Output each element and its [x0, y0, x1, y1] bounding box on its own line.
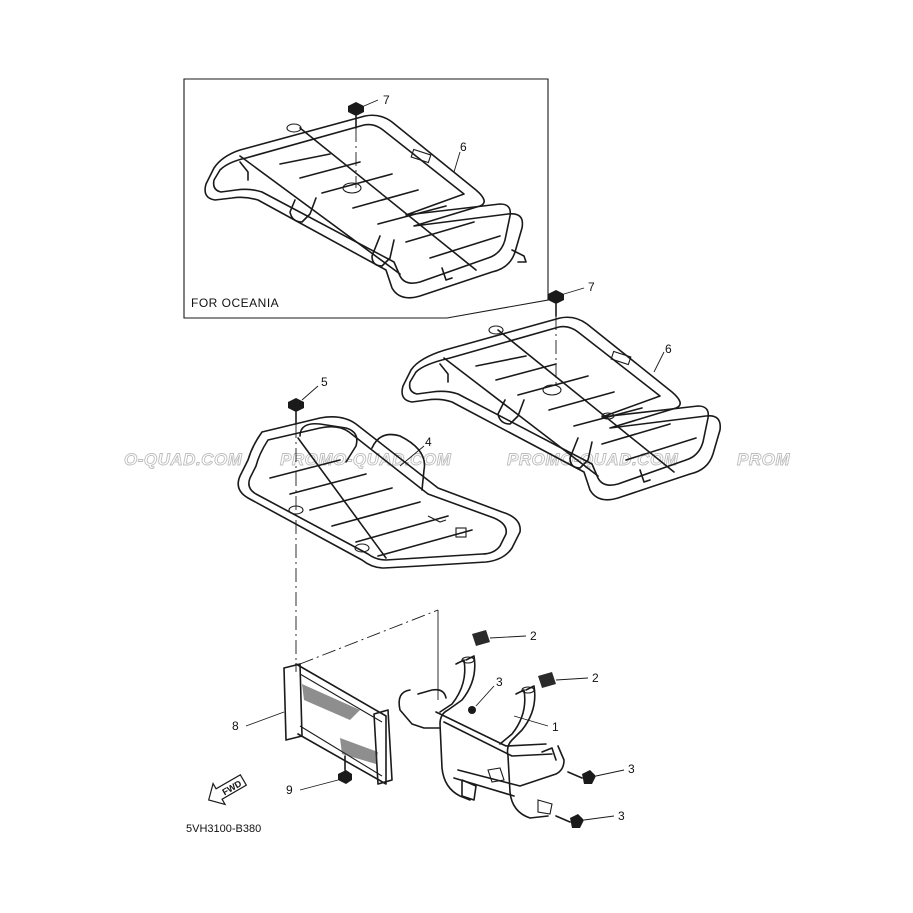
flange-bolt-icon [555, 814, 584, 828]
inset-frame [183, 78, 549, 319]
callout-3b: 3 [628, 762, 635, 776]
callout-7: 7 [588, 280, 595, 294]
callout-2b: 2 [592, 671, 599, 685]
callout-7-inset: 7 [383, 93, 390, 107]
watermark-2: PROMO-QUAD.COM [280, 450, 452, 469]
watermark-row: O-QUAD.COM PROMO-QUAD.COM PROMO-QUAD.COM… [124, 450, 791, 470]
callout-8: 8 [232, 719, 239, 733]
grommet-2a [472, 630, 490, 646]
flange-bolt-icon [288, 398, 304, 425]
front-grille: 8 [232, 609, 439, 785]
callout-6-inset: 6 [460, 140, 467, 154]
rear-carrier [401, 316, 722, 501]
flange-bolt-icon [348, 102, 364, 129]
callout-4: 4 [425, 435, 432, 449]
rear-carrier-oceania [204, 114, 527, 299]
forward-arrow-icon: FWD [207, 773, 248, 806]
oceania-inset: FOR OCEANIA [183, 78, 549, 319]
front-bumper [398, 655, 565, 819]
flange-bolt-icon [338, 755, 352, 784]
inset-label: FOR OCEANIA [191, 296, 279, 310]
callout-3c: 3 [618, 809, 625, 823]
front-carrier [237, 416, 521, 569]
watermark-1: O-QUAD.COM [124, 450, 243, 469]
flange-bolt-icon [548, 290, 564, 317]
flange-bolt-icon [468, 706, 476, 714]
callout-5: 5 [321, 375, 328, 389]
watermark-4: PROM [737, 450, 790, 469]
diagram-code: 5VH3100-B380 [186, 823, 261, 835]
callout-9: 9 [286, 783, 293, 797]
callout-6: 6 [665, 342, 672, 356]
callout-2a: 2 [530, 629, 537, 643]
grommet-2b [538, 672, 556, 688]
flange-bolt-icon [567, 770, 596, 784]
callout-3a: 3 [496, 675, 503, 689]
callout-1: 1 [552, 720, 559, 734]
